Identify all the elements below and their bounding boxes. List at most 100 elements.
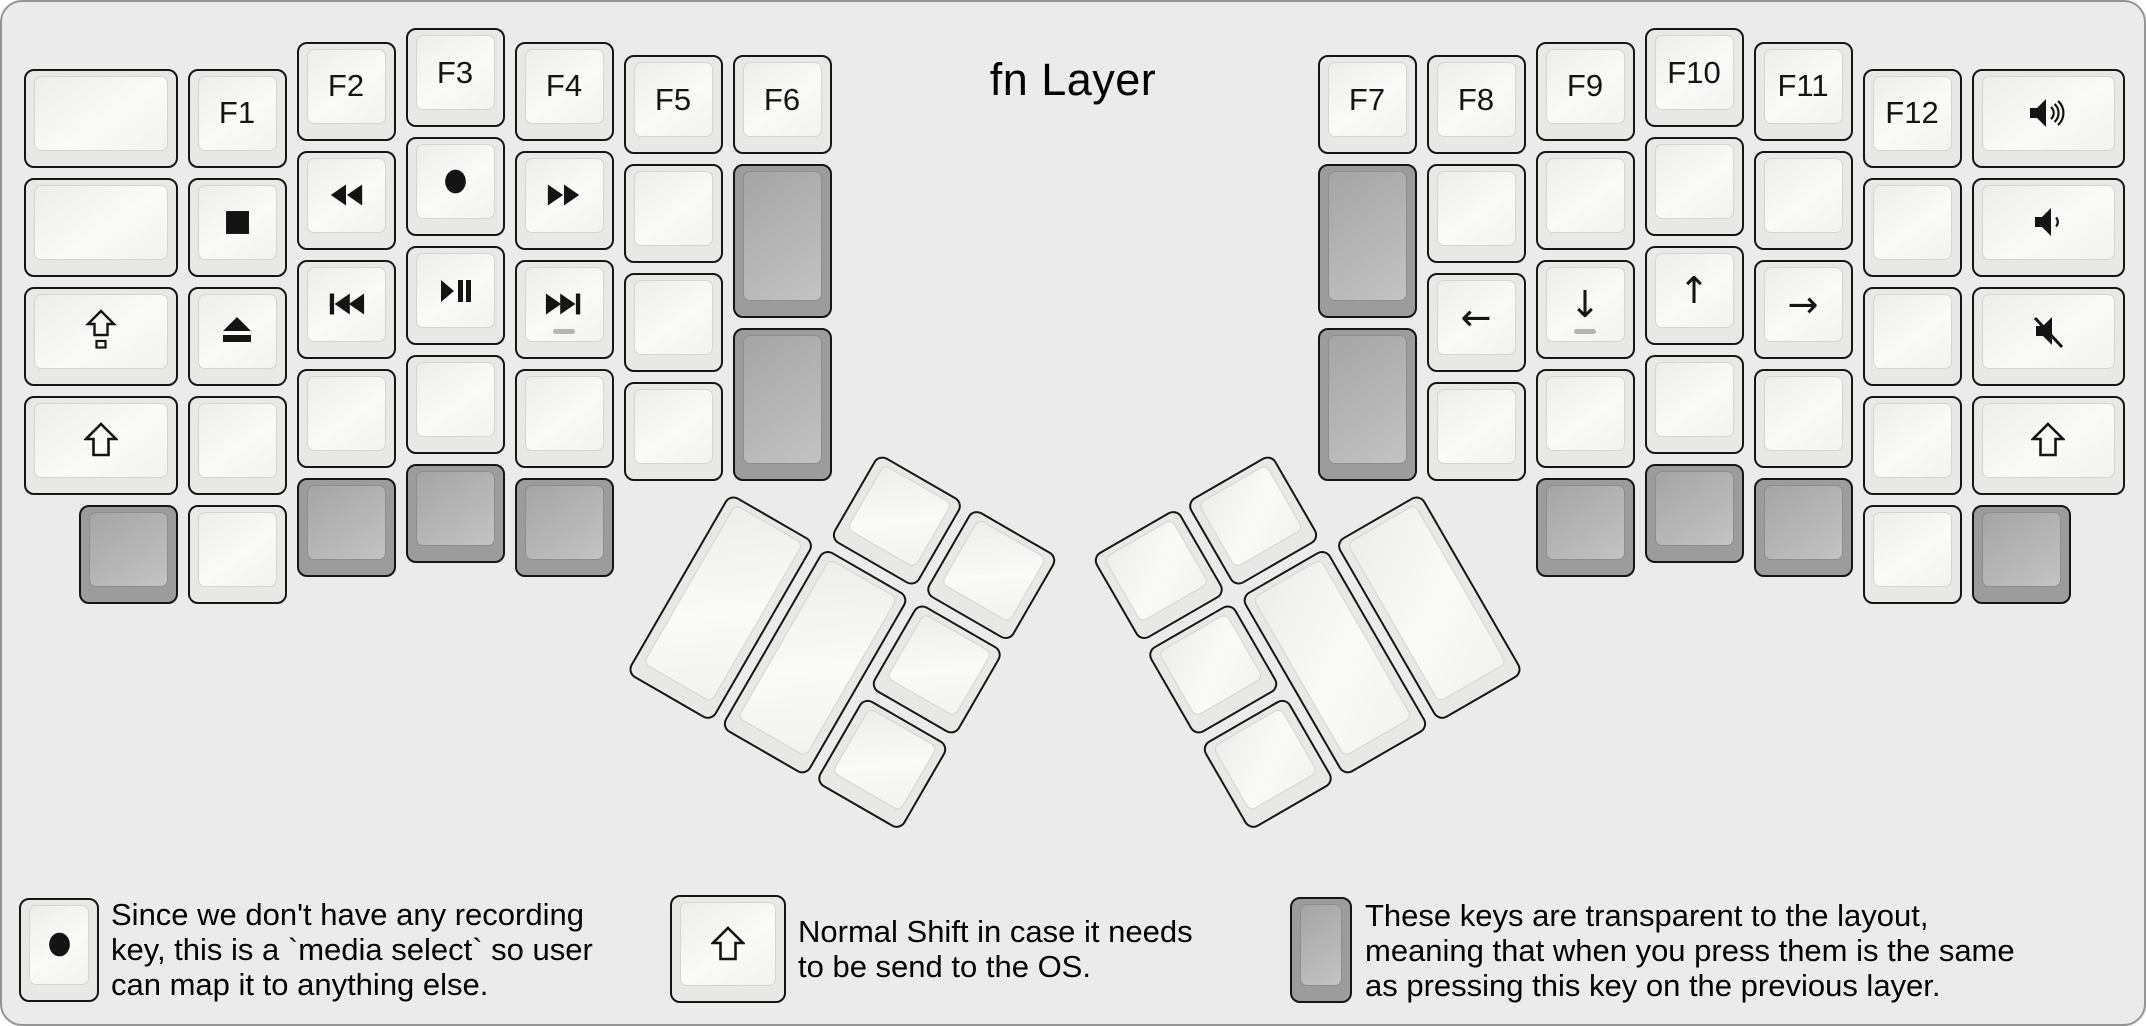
keycap-top xyxy=(34,293,168,369)
keycap-top xyxy=(1211,707,1318,812)
keycap-top xyxy=(1981,184,2115,260)
key-label: F6 xyxy=(763,81,801,117)
key-label: F10 xyxy=(1667,54,1721,90)
right-inner-transparent-1 xyxy=(1317,164,1417,318)
keycap-top xyxy=(1763,375,1843,451)
keycap-top xyxy=(415,471,495,546)
arrow-left-icon: ← xyxy=(1460,296,1492,340)
keycap-top xyxy=(1872,402,1952,478)
keycap-top xyxy=(29,904,89,985)
keycap-top xyxy=(1327,171,1407,301)
keycap-top xyxy=(940,518,1047,624)
keycap-top xyxy=(1545,375,1625,451)
keycap-top xyxy=(1872,293,1952,369)
key-prev-track xyxy=(296,259,396,359)
keycap-top xyxy=(197,402,277,478)
legend-line: Normal Shift in case it needs xyxy=(798,914,1193,949)
keycap-top: ↑ xyxy=(1654,253,1734,328)
keycap-top xyxy=(1872,511,1952,587)
keycap-top xyxy=(1763,157,1843,233)
key-caps-lock xyxy=(24,286,178,386)
right-bottom-blank xyxy=(1862,504,1962,604)
key-label: F7 xyxy=(1348,81,1386,117)
keycap-top xyxy=(524,266,604,342)
prev-track-icon xyxy=(326,291,366,317)
keycap-top: F4 xyxy=(524,48,604,124)
keycap-top xyxy=(524,157,604,233)
keycap-top xyxy=(633,280,713,356)
keycap-top xyxy=(633,171,713,247)
keycap-top xyxy=(1763,484,1843,560)
key-f12: F12 xyxy=(1862,68,1962,168)
key-stop xyxy=(187,177,287,277)
right-bottom-transparent-2 xyxy=(1644,464,1744,563)
legend-item-shift: Normal Shift in case it needs to be send… xyxy=(670,895,1193,1003)
key-label: F2 xyxy=(327,68,365,104)
stop-icon xyxy=(225,210,250,235)
shift-icon xyxy=(711,926,745,962)
right-c5-r2-blank xyxy=(1862,177,1962,277)
legend-text-transparent-keys: These keys are transparent to the layout… xyxy=(1365,898,2015,1003)
keycap-top: F9 xyxy=(1545,48,1625,124)
legend-text-shift: Normal Shift in case it needs to be send… xyxy=(798,914,1193,984)
key-left-shift xyxy=(24,395,178,495)
legend-line: key, this is a `media select` so user xyxy=(111,932,593,967)
keycap-top xyxy=(524,484,604,560)
keycap-top xyxy=(1327,334,1407,465)
left-c4-r4-blank xyxy=(514,368,614,468)
legend-line: as pressing this key on the previous lay… xyxy=(1365,967,1941,1003)
shift-icon xyxy=(2031,422,2066,458)
key-fast-forward xyxy=(514,150,614,250)
key-f10: F10 xyxy=(1644,28,1744,127)
rewind-icon xyxy=(327,182,365,208)
right-c2-r2-blank xyxy=(1535,150,1635,250)
key-f7: F7 xyxy=(1317,55,1417,155)
left-c5-r2-blank xyxy=(623,164,723,264)
legend-item-transparent-keys: These keys are transparent to the layout… xyxy=(1290,897,2015,1003)
right-c3-r4-blank xyxy=(1644,355,1744,454)
keycap-top: F8 xyxy=(1436,62,1516,138)
right-c5-r3-blank xyxy=(1862,286,1962,386)
left-outer-r2-blank xyxy=(24,177,178,277)
left-c5-r4-blank xyxy=(623,382,723,482)
arrow-right-icon: → xyxy=(1787,282,1819,326)
left-bottom-blank xyxy=(187,504,287,604)
key-mute xyxy=(1971,286,2125,386)
key-arrow-right: → xyxy=(1753,259,1853,359)
keycap-top xyxy=(197,293,277,369)
key-f4: F4 xyxy=(514,41,614,141)
keycap-top xyxy=(1300,904,1342,986)
left-bottom-transparent-4 xyxy=(514,477,614,577)
keycap-top xyxy=(1654,144,1734,219)
keycap-top: F10 xyxy=(1654,35,1734,110)
key-label: F9 xyxy=(1566,68,1604,104)
left-c2-r4-blank xyxy=(296,368,396,468)
right-bottom-transparent-1 xyxy=(1535,477,1635,577)
keycap-top xyxy=(1436,171,1516,247)
key-label: F11 xyxy=(1777,68,1829,104)
key-f9: F9 xyxy=(1535,41,1635,141)
keycap-top xyxy=(1981,402,2115,478)
keycap-top xyxy=(633,389,713,465)
key-f5: F5 xyxy=(623,55,723,155)
keycap-top xyxy=(34,75,168,151)
homing-bar xyxy=(553,328,575,334)
key-right-shift xyxy=(1971,395,2125,495)
legend-line: meaning that when you press them is the … xyxy=(1365,932,2015,968)
left-c5-r3-blank xyxy=(623,273,723,373)
key-play-pause xyxy=(405,246,505,345)
volume-down-icon xyxy=(2029,204,2067,240)
play-pause-icon xyxy=(437,278,473,304)
keycap-top: F12 xyxy=(1872,75,1952,151)
legend-line: Since we don't have any recording xyxy=(111,897,584,932)
key-volume-up xyxy=(1971,68,2125,168)
key-label: F5 xyxy=(654,81,692,117)
right-c1-r4-blank xyxy=(1426,382,1526,482)
legend-line: can map it to anything else. xyxy=(111,967,489,1002)
keycap-top xyxy=(415,362,495,437)
key-arrow-up: ↑ xyxy=(1644,246,1744,345)
keycap-top xyxy=(680,902,776,986)
keycap-top: F1 xyxy=(197,75,277,151)
record-icon xyxy=(442,167,469,196)
keycap-top: F3 xyxy=(415,35,495,110)
